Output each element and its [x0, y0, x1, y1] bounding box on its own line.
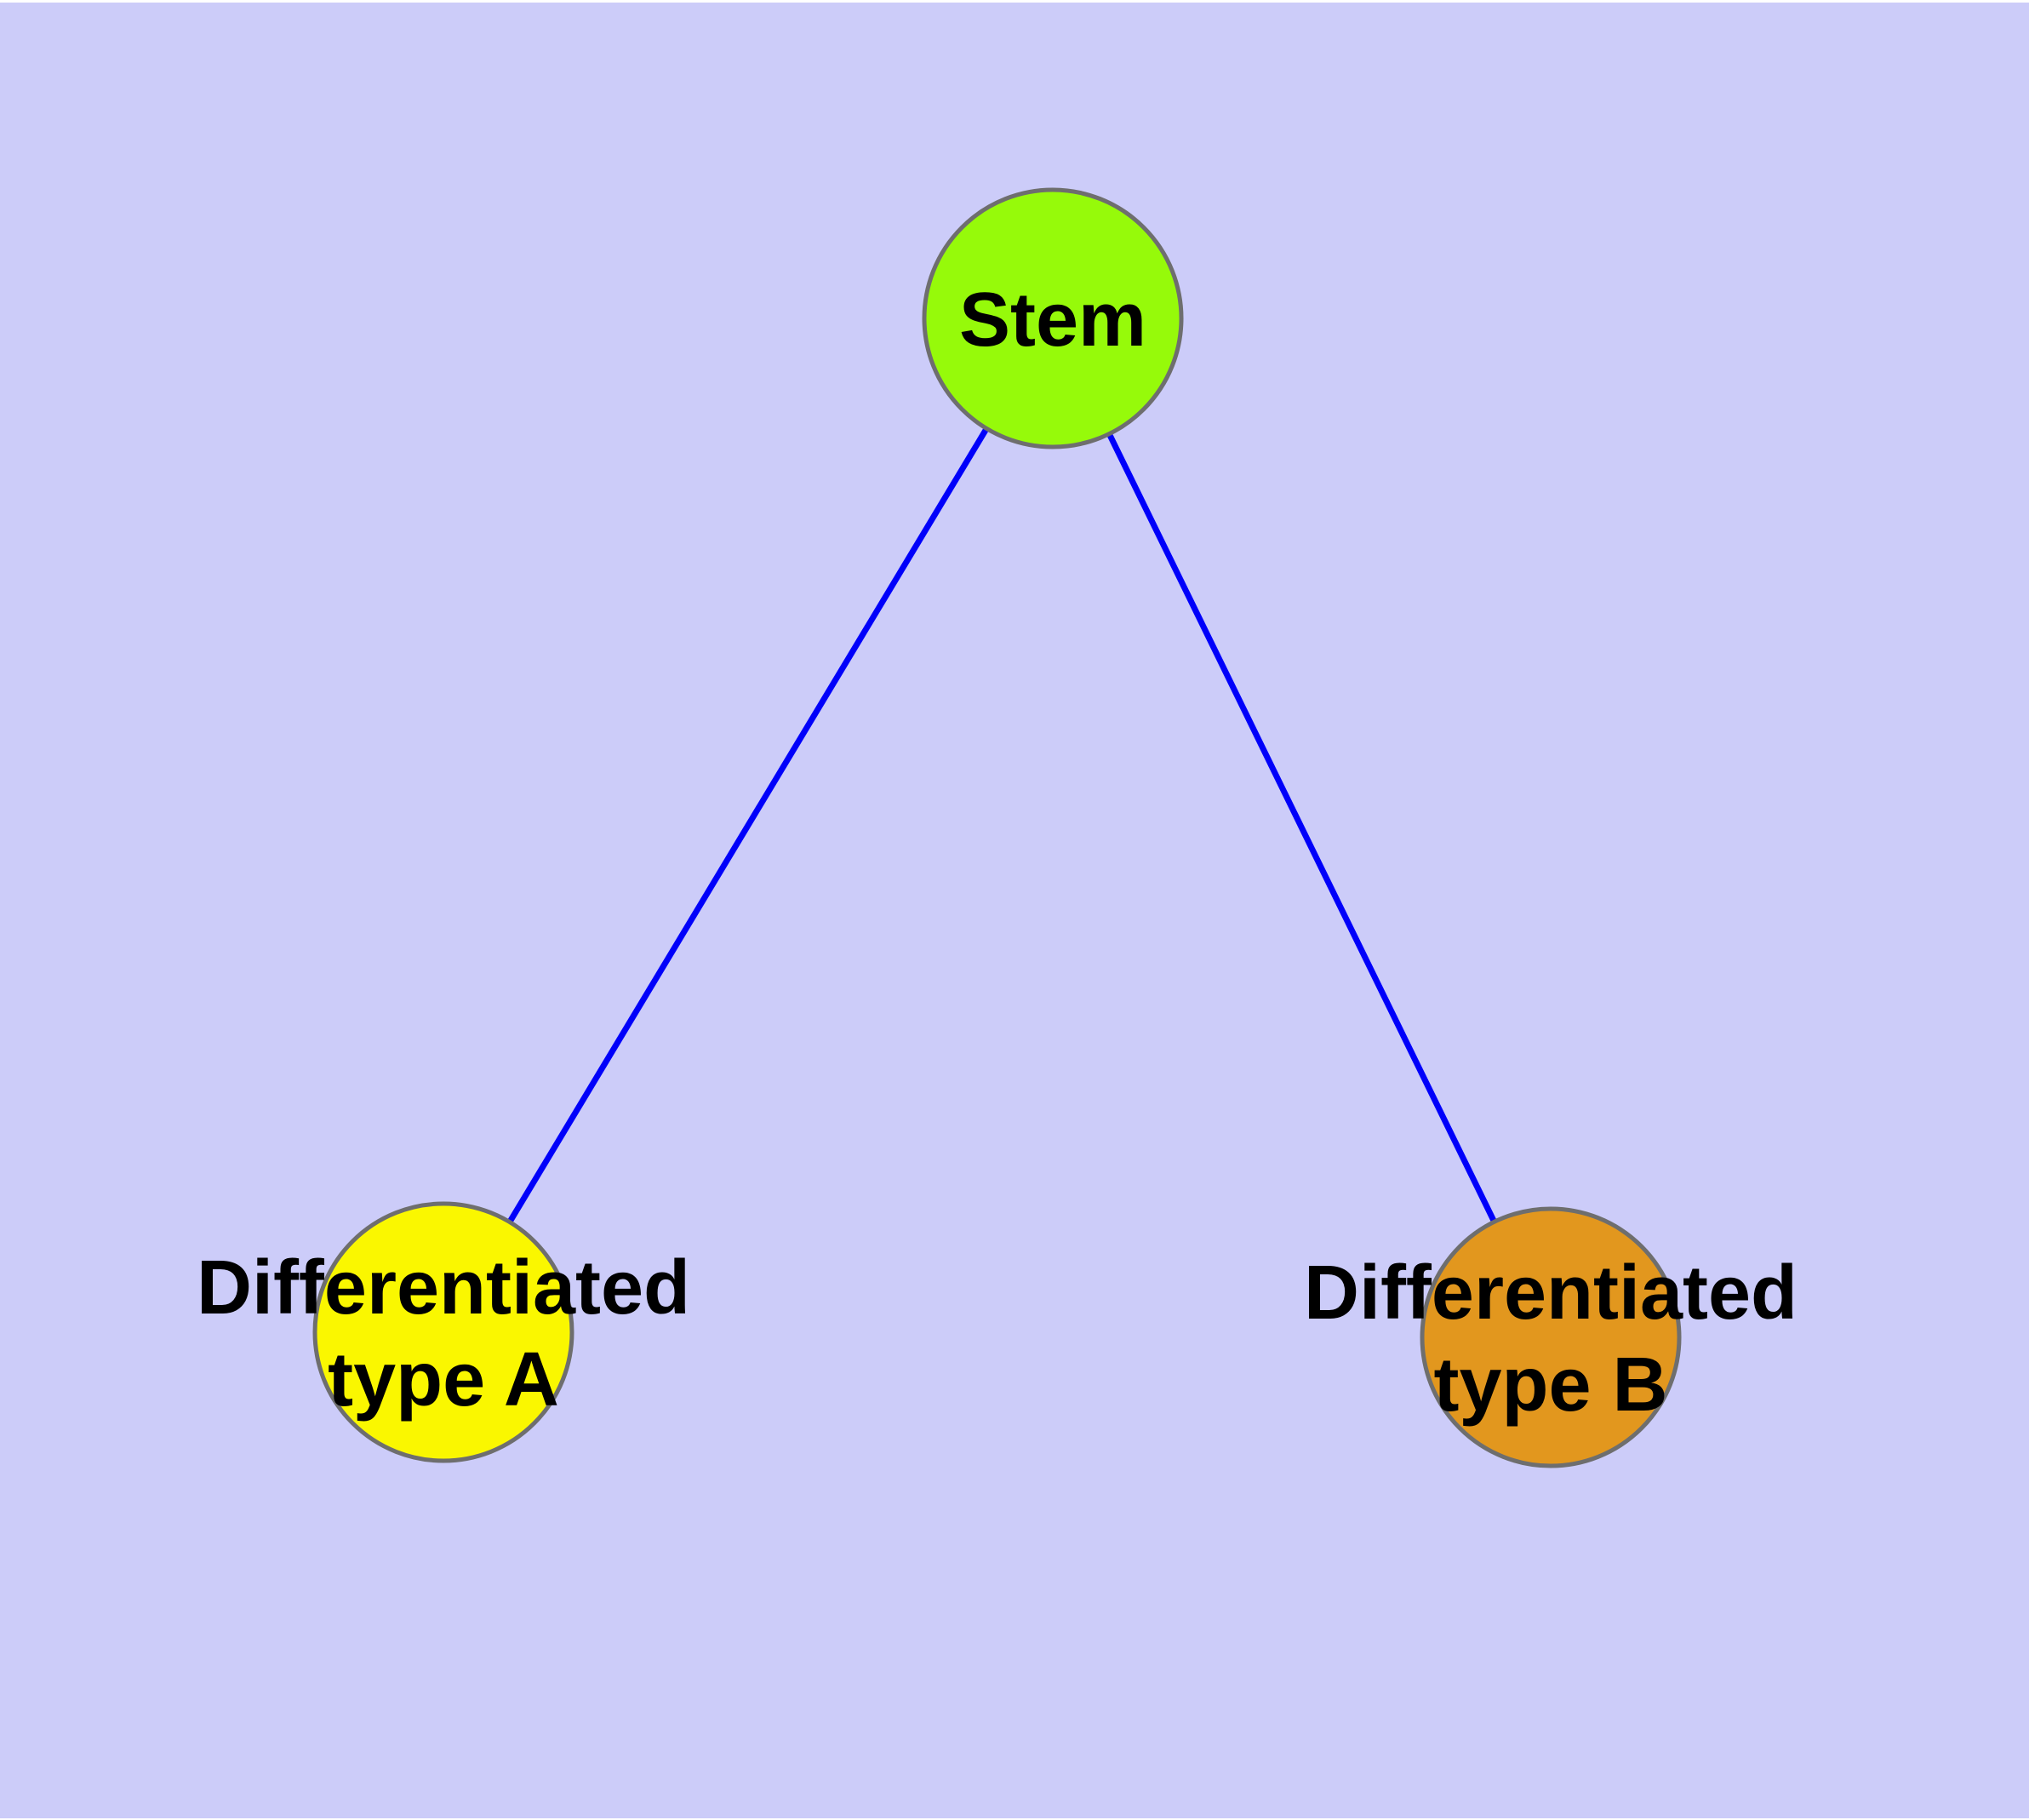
node-type-b-circle [1420, 1206, 1682, 1468]
node-type-a-circle [312, 1201, 574, 1463]
node-differentiated-type-b: Differentiated type B [1304, 1206, 1798, 1468]
node-type-b-label-line1: Differentiated [1304, 1251, 1798, 1336]
node-type-a-label-line1: Differentiated [197, 1245, 690, 1331]
node-type-b-label-line2: type B [1433, 1342, 1667, 1428]
node-type-a-label-line2: type A [328, 1337, 559, 1422]
node-stem-label: Stem [959, 278, 1146, 363]
node-stem: Stem [922, 187, 1184, 449]
edge-stem-to-type-a [441, 317, 1055, 1334]
node-stem-circle [922, 187, 1184, 449]
bottom-white-strip [0, 1818, 2029, 1820]
node-differentiated-type-a: Differentiated type A [197, 1201, 690, 1463]
edge-stem-to-type-b [1049, 317, 1554, 1339]
top-white-strip [0, 0, 2029, 3]
